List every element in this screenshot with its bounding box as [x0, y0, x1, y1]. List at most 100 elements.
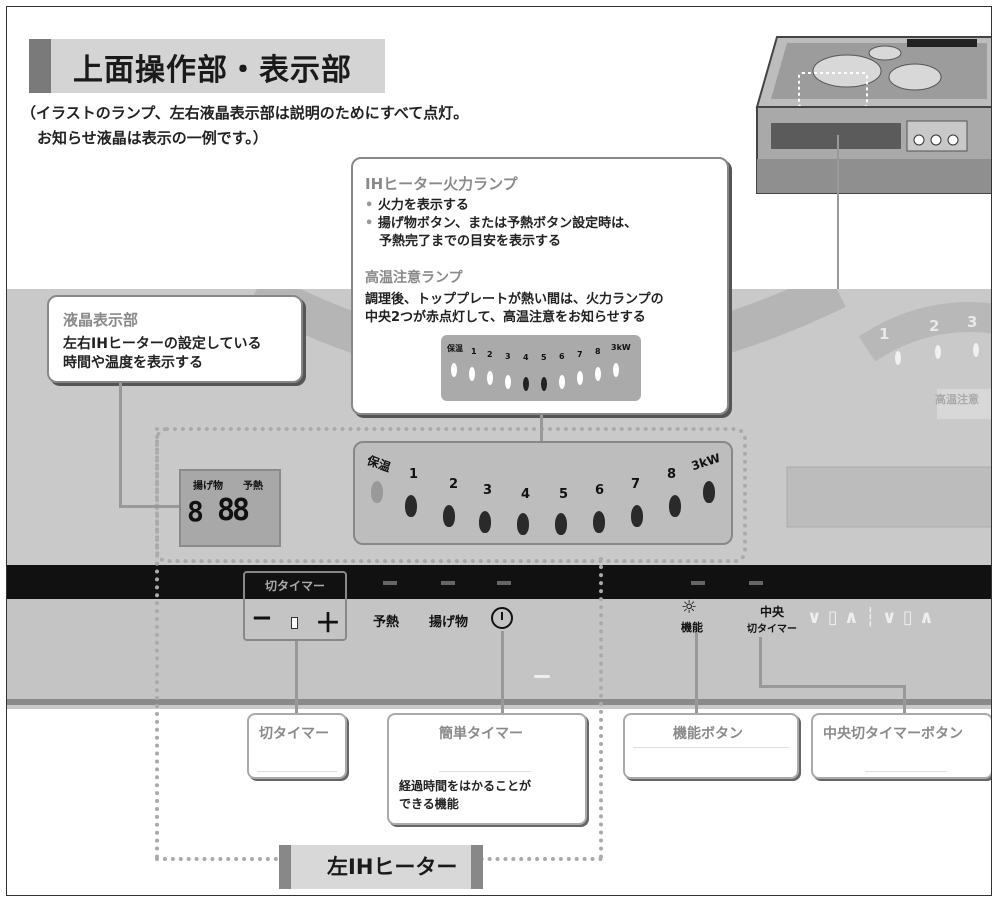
center-connector-v2 — [903, 685, 906, 715]
easy-timer-connector — [501, 631, 504, 715]
timer-plus-button[interactable]: ＋ — [315, 609, 342, 639]
right-lamp-1 — [895, 351, 901, 365]
left-heater-region-left — [155, 427, 163, 859]
mini-lamp-1 — [469, 367, 475, 381]
mini-lamp-2 — [487, 371, 493, 385]
ih-bullet-2-cont: 予熱完了までの目安を表示する — [379, 234, 562, 249]
easy-timer-desc-1: 経過時間をはかることが — [399, 779, 532, 793]
ih-bullet-2: • 揚げ物ボタン、または予熱ボタン設定時は、 — [365, 216, 638, 231]
off-timer-label-box: 切タイマー — [247, 713, 347, 779]
mini-lamp-7 — [577, 371, 583, 385]
left-heater-region-right — [599, 557, 607, 859]
right-controls-faint: ∨ ▯ ∧ ┆ ∨ ▯ ∧ — [807, 607, 934, 628]
ih-lamp-callout: IHヒーター火力ランプ • 火力を表示する • 揚げ物ボタン、または予熱ボタン設… — [351, 157, 729, 415]
easy-timer-label-box: 簡単タイマー 経過時間をはかることが できる機能 — [387, 713, 587, 825]
mini-label-3: 3 — [505, 352, 511, 361]
center-timer-button[interactable]: 中央 切タイマー — [747, 603, 797, 635]
func-button-label: 機能ボタン — [673, 726, 743, 742]
power-lamp-2 — [443, 505, 455, 527]
mini-label-7: 7 — [577, 350, 583, 359]
center-timer-label-b: 切タイマー — [747, 624, 797, 635]
center-timer-blank — [865, 747, 947, 772]
indicator-center — [749, 581, 763, 585]
off-timer-blank — [257, 747, 337, 772]
ih-lamp-connector — [540, 415, 543, 441]
power-lamp-8 — [669, 495, 681, 517]
timer-indicator — [291, 617, 298, 629]
ih-lamp-bullets: • 火力を表示する • 揚げ物ボタン、または予熱ボタン設定時は、 予熱完了までの… — [365, 197, 637, 251]
timer-minus-button[interactable]: − — [251, 603, 273, 633]
power-label-9: 3kW — [689, 450, 723, 474]
panel-mark — [534, 675, 550, 678]
mini-lamp-8 — [595, 367, 601, 381]
stove-connector — [837, 135, 839, 293]
center-connector-h — [759, 685, 905, 688]
right-warn-label: 高温注意 — [935, 393, 979, 406]
note-line-1: （イラストのランプ、左右液晶表示部は説明のためにすべて点灯。 — [21, 104, 469, 122]
clock-hand-icon — [501, 612, 503, 620]
mini-label-4: 4 — [523, 353, 529, 362]
lcd-desc-line-1: 左右IHヒーターの設定している — [63, 336, 262, 352]
off-timer-label: 切タイマー — [259, 726, 329, 742]
high-temp-desc-1: 調理後、トッププレートが熱い間は、火力ランプの — [365, 292, 664, 307]
power-lamp-5 — [555, 513, 567, 535]
power-label-7: 7 — [631, 477, 641, 492]
mini-label-5: 5 — [541, 353, 547, 362]
lcd-label-preheat: 予熱 — [243, 481, 263, 492]
right-lamp-2 — [935, 345, 941, 359]
power-lamp-3 — [479, 511, 491, 533]
lcd-callout-desc: 左右IHヒーターの設定している 時間や温度を表示する — [63, 335, 262, 373]
easy-timer-button[interactable] — [491, 607, 513, 629]
high-temp-desc-2: 中央2つが赤点灯して、高温注意をお知らせする — [365, 310, 646, 325]
power-label-6: 6 — [595, 483, 605, 498]
mini-lamp-3 — [505, 375, 511, 389]
mini-label-6: 6 — [559, 352, 565, 361]
power-lamp-panel: 保温 1 2 3 4 5 6 7 8 3kW — [353, 441, 733, 545]
lcd-connector-h — [119, 505, 181, 508]
power-label-1: 1 — [409, 467, 419, 482]
center-timer-button-label: 中央切タイマーボタン — [823, 726, 963, 742]
mini-lamp-0 — [451, 363, 457, 377]
mini-label-8: 8 — [595, 347, 601, 356]
mini-label-9: 3kW — [611, 343, 631, 352]
power-lamp-9 — [703, 481, 715, 503]
power-label-4: 4 — [521, 487, 531, 502]
func-icon: ☼ — [681, 597, 698, 618]
power-label-5: 5 — [559, 487, 569, 502]
fry-button[interactable]: 揚げ物 — [429, 615, 469, 630]
mini-lamp-6 — [559, 375, 565, 389]
right-num-2: 2 — [929, 317, 940, 335]
note-line-2: お知らせ液晶は表示の一例です。） — [37, 129, 268, 147]
mini-label-1: 1 — [471, 347, 477, 356]
func-button[interactable]: 機能 — [681, 621, 703, 634]
center-timer-label-box: 中央切タイマーボタン — [811, 713, 991, 779]
power-lamp-6 — [593, 511, 605, 533]
stove-illustration — [755, 36, 991, 194]
left-heater-label: 左IHヒーター — [327, 855, 458, 879]
mini-lamp-diagram: 保温 1 2 3 4 5 6 7 8 3kW — [441, 335, 641, 401]
ih-lamp-heading: IHヒーター火力ランプ — [365, 175, 518, 193]
page-title: 上面操作部・表示部 — [73, 53, 352, 88]
off-timer-connector — [295, 641, 298, 719]
left-heater-label-box: 左IHヒーター — [279, 845, 483, 889]
title-bar — [29, 39, 385, 93]
indicator-timer — [497, 581, 511, 585]
right-num-1: 1 — [879, 325, 890, 343]
power-label-0: 保温 — [365, 453, 393, 475]
power-lamp-0 — [371, 481, 383, 503]
lcd-digit-small: 8 — [187, 495, 204, 528]
lcd-desc-line-2: 時間や温度を表示する — [63, 355, 203, 371]
power-lamp-7 — [631, 505, 643, 527]
mini-label-0: 保温 — [447, 344, 463, 353]
ih-bullet-2-text: 揚げ物ボタン、または予熱ボタン設定時は、 — [377, 216, 638, 231]
lcd-callout: 液晶表示部 左右IHヒーターの設定している 時間や温度を表示する — [47, 295, 303, 383]
lcd-connector-v — [119, 383, 122, 507]
mini-label-2: 2 — [487, 350, 493, 359]
easy-timer-label: 簡単タイマー — [439, 726, 523, 742]
mini-lamp-4 — [523, 377, 529, 391]
lcd-display: 揚げ物 予熱 8 88 — [179, 469, 281, 547]
preheat-button[interactable]: 予熱 — [373, 615, 400, 630]
panel-edge — [7, 699, 991, 705]
center-timer-label-a: 中央 — [759, 605, 784, 619]
indicator-func — [691, 581, 705, 585]
